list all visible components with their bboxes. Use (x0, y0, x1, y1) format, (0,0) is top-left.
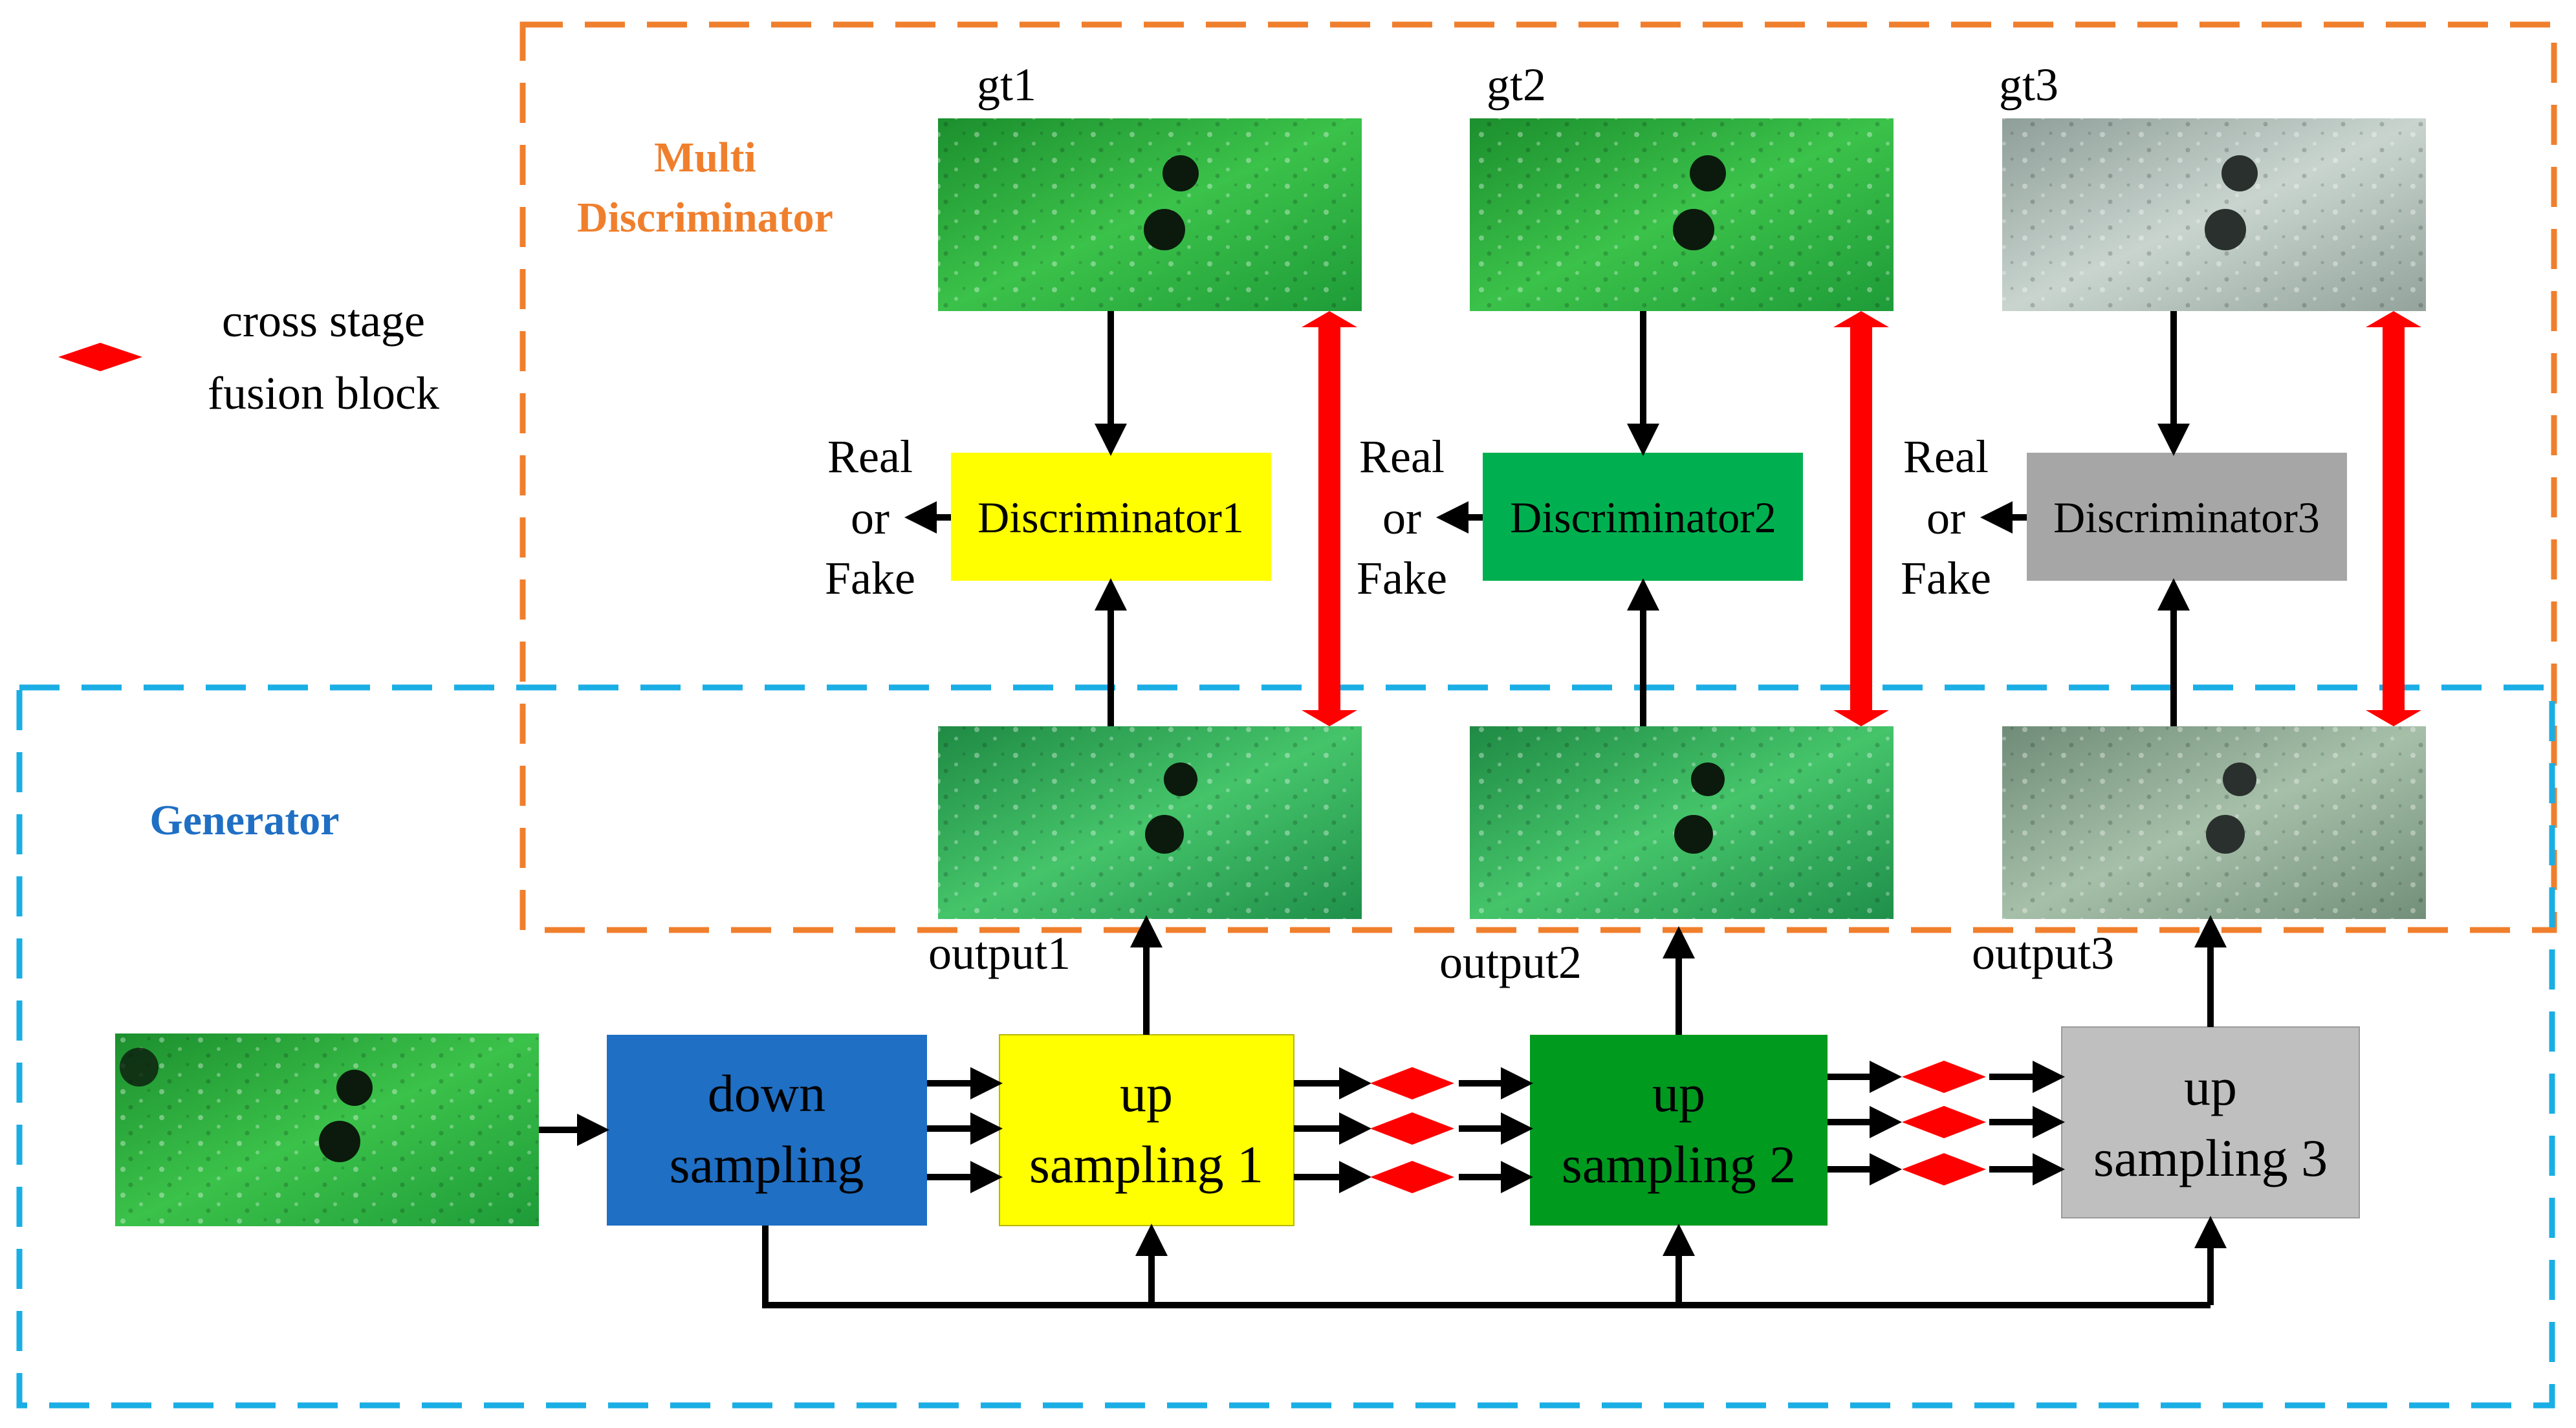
svg-text:Fake: Fake (825, 552, 915, 604)
gt2-image (1470, 118, 1894, 311)
down-sampling-line1: down (708, 1064, 825, 1123)
up-sampling-3-line2: sampling 3 (2093, 1129, 2328, 1187)
fusion-blocks (1370, 1061, 1986, 1193)
discriminator3-label: Discriminator3 (2053, 493, 2320, 542)
svg-text:or: or (1382, 492, 1421, 544)
fusion-diamond (1370, 1161, 1454, 1193)
output1-label: output1 (928, 927, 1071, 979)
discriminator1-label: Discriminator1 (977, 493, 1244, 542)
output2-image (1470, 726, 1894, 919)
gt3-image (2002, 118, 2426, 311)
svg-text:or: or (1927, 492, 1965, 544)
red-double-arrow-1 (1302, 311, 1357, 726)
red-double-arrow-3 (2366, 311, 2421, 726)
up-sampling-2-block (1530, 1035, 1828, 1226)
gt1-label: gt1 (977, 59, 1036, 111)
region-label-generator: Generator (149, 797, 339, 844)
input-image (115, 1033, 539, 1226)
discriminator-region (519, 21, 2557, 933)
gt3-label: gt3 (1999, 59, 2058, 111)
output2-label: output2 (1439, 936, 1582, 988)
arrows (539, 311, 2227, 1305)
generator-region (16, 684, 2555, 1409)
discriminator1-box (951, 453, 1271, 581)
svg-text:Real: Real (1359, 431, 1445, 482)
up-sampling-3-line1: up (2184, 1057, 2237, 1116)
real-or-fake-2: Real or Fake (1357, 431, 1447, 604)
discriminator2-box (1483, 453, 1803, 581)
region-label-multi: Multi (654, 134, 756, 181)
svg-text:Real: Real (1903, 431, 1989, 482)
svg-text:Real: Real (827, 431, 913, 482)
up-sampling-1-line1: up (1120, 1064, 1173, 1123)
output3-image (2002, 726, 2426, 919)
up-sampling-2-line2: sampling 2 (1562, 1135, 1796, 1194)
down-sampling-block (607, 1035, 927, 1226)
legend-line2: fusion block (208, 367, 439, 419)
real-or-fake-3: Real or Fake (1901, 431, 1991, 604)
up-sampling-1-block (999, 1034, 1294, 1226)
fusion-diamond (1902, 1061, 1986, 1093)
down-sampling-line2: sampling (670, 1135, 864, 1194)
fusion-diamond (1902, 1153, 1986, 1185)
gt2-label: gt2 (1487, 59, 1546, 111)
red-double-arrow-2 (1833, 311, 1889, 726)
up-sampling-1-line2: sampling 1 (1029, 1135, 1263, 1194)
fusion-diamond (1370, 1067, 1454, 1099)
comparison-arrows (1302, 311, 2421, 726)
svg-text:Fake: Fake (1901, 552, 1991, 604)
output3-label: output3 (1972, 927, 2114, 979)
legend-fusion-diamond (58, 343, 142, 371)
fusion-diamond (1902, 1106, 1986, 1138)
svg-text:Fake: Fake (1357, 552, 1447, 604)
region-label-discriminator: Discriminator (577, 194, 833, 241)
skip-connection-bus (762, 1226, 2210, 1308)
discriminator2-label: Discriminator2 (1510, 493, 1776, 542)
up-sampling-3-block (2061, 1026, 2360, 1218)
svg-text:or: or (851, 492, 890, 544)
up-sampling-2-line1: up (1652, 1064, 1705, 1123)
real-or-fake-1: Real or Fake (825, 431, 915, 604)
gt1-image (938, 118, 1362, 311)
output1-image (938, 726, 1362, 919)
legend-line1: cross stage (222, 295, 425, 347)
fusion-diamond (1370, 1112, 1454, 1145)
discriminator3-box (2027, 453, 2347, 581)
